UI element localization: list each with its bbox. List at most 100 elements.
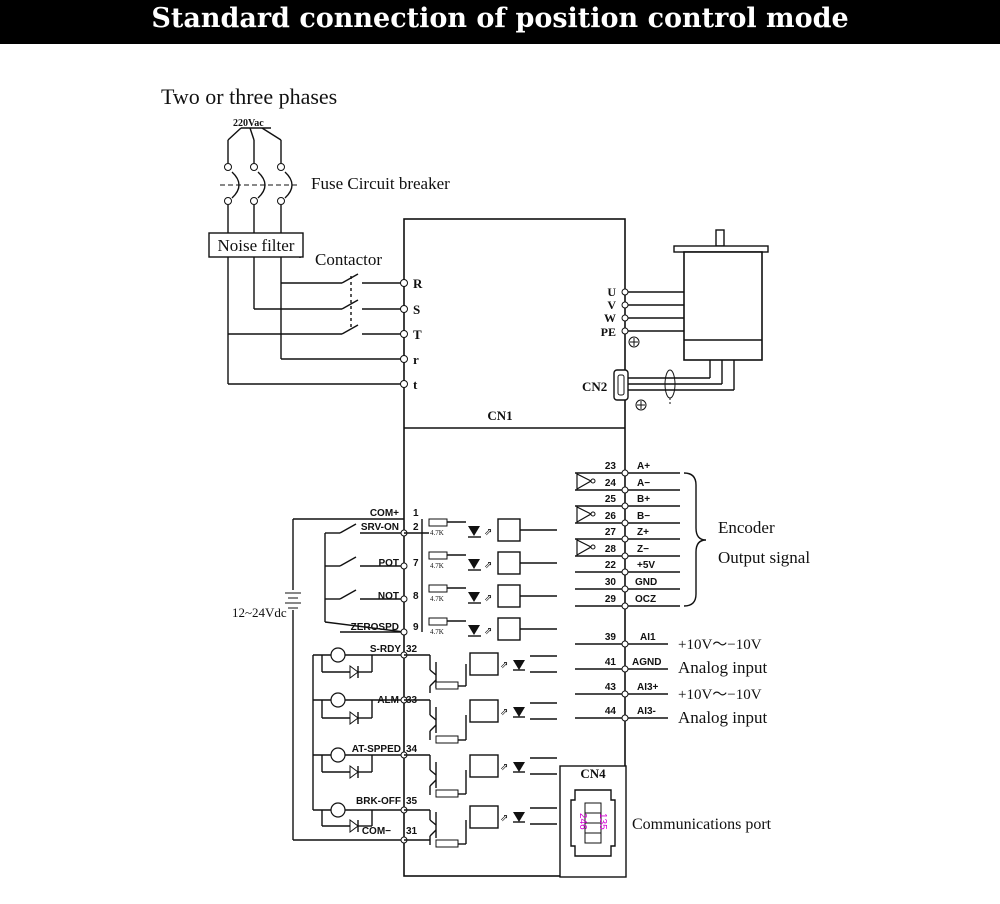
svg-text:Z−: Z− — [637, 544, 649, 555]
transistor-icon: ⇗ — [404, 754, 557, 798]
svg-text:COM−: COM− — [362, 826, 391, 837]
supply-lines — [227, 127, 282, 163]
terminal-U: U — [607, 285, 616, 299]
encoder-label: Encoder — [718, 518, 775, 537]
svg-text:AI3-: AI3- — [637, 706, 656, 717]
optocoupler-icon: ⇗ — [468, 617, 557, 641]
svg-text:⇗: ⇗ — [484, 527, 492, 538]
supply-voltage-label: 220Vac — [233, 118, 264, 129]
svg-text:A+: A+ — [637, 461, 650, 472]
terminal-W: W — [604, 311, 616, 325]
svg-text:SRV-ON: SRV-ON — [361, 522, 399, 533]
terminal-V: V — [607, 298, 616, 312]
optocoupler-icon: ⇗ — [468, 518, 557, 542]
svg-text:27: 27 — [605, 527, 617, 538]
encoder-pin-plus-5v: 22 +5V — [575, 560, 680, 576]
transistor-icon: ⇗ — [404, 805, 557, 848]
ground-icon — [628, 336, 640, 348]
analog-pin-ai3-minus: 44 AI3- — [575, 706, 668, 722]
svg-text:r: r — [413, 352, 419, 367]
input-pin-com-plus: COM+ 1 — [370, 508, 419, 519]
svg-text:B−: B− — [637, 511, 650, 522]
phases-label: Two or three phases — [161, 84, 337, 109]
encoder-output-label: Output signal — [718, 548, 810, 567]
terminal-t: t — [400, 377, 418, 392]
svg-text:25: 25 — [605, 494, 617, 505]
svg-text:1: 1 — [413, 508, 419, 519]
encoder-pin-a-minus: 24 A− — [575, 478, 680, 494]
cn1-label: CN1 — [487, 408, 512, 423]
input-pins: COM+ 1 SRV-ON 2 POT 7 NOT 8 ZEROSPD 9 — [351, 508, 419, 636]
svg-text:⇗: ⇗ — [500, 762, 508, 773]
svg-text:35: 35 — [406, 796, 418, 807]
svg-text:4.7K: 4.7K — [430, 628, 444, 636]
output-pins: S-RDY 32 ALM 33 AT-SPPED 34 BRK-OFF 35 C… — [352, 644, 418, 844]
line-driver-icon — [576, 506, 596, 524]
resistor-1: 4.7K — [404, 518, 466, 537]
svg-text:AT-SPPED: AT-SPPED — [352, 744, 401, 755]
analog-pin-agnd: 41 AGND — [575, 657, 668, 673]
cn4-port: CN4 135 246 — [559, 765, 627, 878]
svg-text:OCZ: OCZ — [635, 594, 656, 605]
svg-text:+5V: +5V — [637, 560, 655, 571]
resistor-3: 4.7K — [428, 584, 466, 603]
input-pin-srv-on: SRV-ON 2 — [361, 522, 419, 537]
encoder-brace — [683, 472, 707, 607]
resistor-4: 4.7K — [428, 617, 466, 636]
svg-text:44: 44 — [605, 706, 617, 717]
title-bar: Standard connection of position control … — [0, 0, 1000, 44]
terminal-r: r — [400, 352, 419, 367]
svg-text:7: 7 — [413, 558, 419, 569]
resistor-2: 4.7K — [428, 551, 466, 570]
svg-text:8: 8 — [413, 591, 419, 602]
svg-text:B+: B+ — [637, 494, 650, 505]
transistor-icon: ⇗ — [404, 699, 557, 744]
svg-text:24: 24 — [605, 478, 617, 489]
svg-text:Z+: Z+ — [637, 527, 649, 538]
cn4-pins-even: 246 — [577, 813, 588, 830]
output-pin-at-spped: AT-SPPED 34 — [352, 744, 418, 759]
svg-text:COM+: COM+ — [370, 508, 399, 519]
svg-text:AI1: AI1 — [640, 632, 656, 643]
analog-range-1: +10V～−10V — [678, 637, 762, 653]
cn4-label: CN4 — [580, 766, 606, 781]
svg-text:AGND: AGND — [632, 657, 661, 668]
svg-text:31: 31 — [406, 826, 418, 837]
svg-text:23: 23 — [605, 461, 617, 472]
svg-text:POT: POT — [378, 558, 399, 569]
svg-text:AI3+: AI3+ — [637, 682, 659, 693]
power-wiring — [227, 257, 401, 385]
svg-text:4.7K: 4.7K — [430, 595, 444, 603]
fuse-circuit-breaker — [220, 163, 300, 233]
input-pin-pot: POT 7 — [378, 558, 419, 570]
line-driver-icon — [576, 539, 596, 557]
svg-text:R: R — [413, 276, 423, 291]
svg-text:43: 43 — [605, 682, 617, 693]
line-driver-icon — [576, 473, 596, 491]
svg-text:29: 29 — [605, 594, 617, 605]
output-pin-s-rdy: S-RDY 32 — [370, 644, 418, 659]
noise-filter: Noise filter — [208, 232, 304, 258]
analog-input-1: Analog input — [678, 658, 768, 677]
encoder-pin-b-plus: 25 B+ — [575, 494, 680, 510]
terminal-R: R — [400, 276, 423, 291]
analog-pin-ai3-plus: 43 AI3+ — [575, 682, 668, 698]
servo-drive: CN1 — [403, 218, 626, 877]
encoder-pin-ocz: 29 OCZ — [575, 594, 680, 610]
encoder-pin-z-minus: 28 Z− — [575, 544, 680, 560]
motor-terminals: U V W PE — [601, 285, 684, 348]
input-section — [285, 518, 405, 841]
svg-text:30: 30 — [605, 577, 617, 588]
svg-text:2: 2 — [413, 522, 419, 533]
svg-text:⇗: ⇗ — [500, 707, 508, 718]
cn2-connector: CN2 — [582, 369, 734, 411]
svg-text:28: 28 — [605, 544, 617, 555]
svg-text:NOT: NOT — [378, 591, 399, 602]
encoder-pin-gnd: 30 GND — [575, 577, 680, 593]
ground-icon — [635, 399, 647, 411]
input-pin-not: NOT 8 — [378, 591, 419, 603]
encoder-pins: 23 A+ 24 A− 25 B+ 26 B− 27 Z+ — [575, 461, 810, 610]
svg-text:⇗: ⇗ — [484, 626, 492, 637]
comm-port-label: Communications port — [632, 816, 772, 833]
optocoupler-icon: ⇗ — [468, 551, 557, 575]
